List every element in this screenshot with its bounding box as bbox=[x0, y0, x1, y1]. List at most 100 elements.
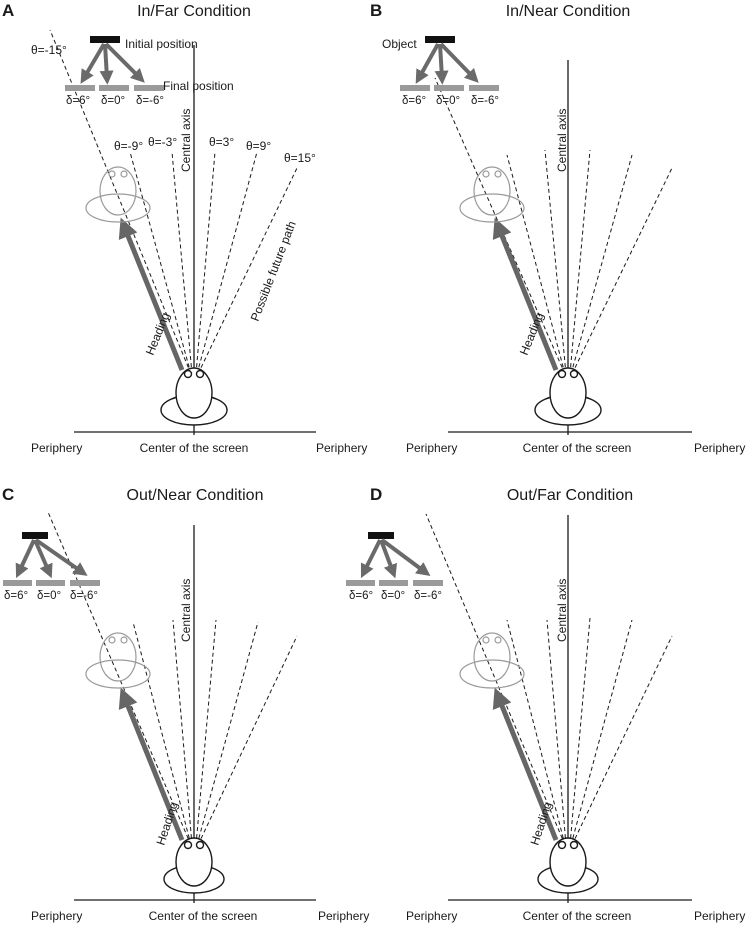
theta-line bbox=[571, 167, 673, 375]
theta-label: θ=15° bbox=[284, 151, 316, 165]
theta-line bbox=[129, 151, 192, 375]
theta-line bbox=[425, 513, 566, 846]
observer bbox=[537, 837, 599, 894]
future-observer bbox=[459, 632, 525, 689]
panel-title: In/Near Condition bbox=[506, 3, 631, 20]
heading-arrow bbox=[118, 217, 185, 371]
future-path-label: Possible future path bbox=[248, 219, 299, 323]
delta-label: δ=-6° bbox=[136, 95, 164, 107]
theta-line bbox=[569, 149, 591, 375]
final-position-bar bbox=[99, 85, 129, 91]
central-axis-label: Central axis bbox=[179, 579, 193, 642]
theta-line bbox=[196, 621, 259, 846]
delta-label: δ=0° bbox=[101, 95, 125, 107]
panel-c: C Out/Near Condition Central axis Headin… bbox=[2, 485, 369, 923]
final-position-bar bbox=[134, 85, 164, 91]
heading-arrow bbox=[492, 687, 559, 841]
periphery-left-label: Periphery bbox=[31, 909, 82, 923]
theta-line bbox=[506, 154, 566, 375]
periphery-left-label: Periphery bbox=[31, 441, 82, 455]
final-position-bar bbox=[434, 85, 464, 91]
panel-letter: A bbox=[2, 1, 14, 20]
center-label: Center of the screen bbox=[523, 441, 632, 455]
initial-position-label: Initial position bbox=[125, 37, 198, 51]
object-arrows bbox=[15, 538, 88, 579]
theta-path-lines bbox=[434, 77, 673, 375]
future-observer bbox=[85, 632, 151, 689]
final-position-bar bbox=[346, 580, 375, 586]
theta-line bbox=[195, 619, 217, 846]
theta-line bbox=[197, 635, 298, 846]
central-axis-label: Central axis bbox=[179, 109, 193, 172]
periphery-right-label: Periphery bbox=[694, 909, 745, 923]
object-initial-bar bbox=[368, 532, 394, 539]
final-position-label: Final position bbox=[163, 79, 234, 93]
theta-line bbox=[196, 151, 258, 375]
observer bbox=[160, 367, 228, 426]
theta-line bbox=[172, 619, 193, 846]
panel-title: In/Far Condition bbox=[137, 3, 251, 20]
periphery-left-label: Periphery bbox=[406, 909, 457, 923]
future-observer bbox=[459, 166, 525, 223]
delta-label: δ=0° bbox=[381, 590, 405, 602]
object-initial-bar bbox=[90, 36, 120, 43]
final-position-bar bbox=[413, 580, 443, 586]
theta-line bbox=[197, 167, 298, 375]
final-position-bar bbox=[379, 580, 408, 586]
final-position-bar bbox=[70, 580, 100, 586]
object-label: Object bbox=[382, 37, 417, 51]
theta-line bbox=[132, 621, 192, 846]
final-position-bar bbox=[65, 85, 95, 91]
theta-label: θ=9° bbox=[246, 139, 271, 153]
panel-letter: C bbox=[2, 485, 14, 504]
object-initial-bar bbox=[22, 532, 48, 539]
delta-label: δ=-6° bbox=[471, 95, 499, 107]
theta-label: θ=3° bbox=[209, 135, 234, 149]
theta-path-lines bbox=[47, 511, 298, 846]
theta-line bbox=[195, 151, 216, 375]
theta-path-lines bbox=[425, 513, 673, 846]
center-label: Center of the screen bbox=[523, 909, 632, 923]
delta-label: δ=0° bbox=[436, 95, 460, 107]
observer bbox=[163, 837, 225, 894]
object-arrows bbox=[80, 42, 145, 85]
panel-title: Out/Far Condition bbox=[507, 487, 633, 504]
panel-letter: D bbox=[370, 485, 382, 504]
delta-label: δ=-6° bbox=[70, 590, 98, 602]
theta-label: θ=-15° bbox=[31, 43, 67, 57]
theta-line bbox=[171, 151, 193, 375]
delta-label: δ=6° bbox=[402, 95, 426, 107]
periphery-right-label: Periphery bbox=[694, 441, 745, 455]
central-axis-label: Central axis bbox=[555, 579, 569, 642]
panel-title: Out/Near Condition bbox=[127, 487, 264, 504]
theta-line bbox=[570, 619, 633, 846]
periphery-right-label: Periphery bbox=[316, 441, 367, 455]
periphery-left-label: Periphery bbox=[406, 441, 457, 455]
final-position-bar bbox=[400, 85, 430, 91]
panel-b: B In/Near Condition Central axis Heading bbox=[370, 1, 745, 455]
theta-line bbox=[569, 617, 591, 846]
center-label: Center of the screen bbox=[149, 909, 258, 923]
delta-label: δ=-6° bbox=[414, 590, 442, 602]
object-initial-bar bbox=[425, 36, 455, 43]
object-arrows bbox=[415, 42, 479, 85]
theta-line bbox=[506, 619, 566, 846]
object-arrows bbox=[360, 538, 431, 579]
delta-label: δ=0° bbox=[37, 590, 61, 602]
theta-line bbox=[570, 154, 633, 375]
theta-line bbox=[546, 619, 567, 846]
theta-label: θ=-9° bbox=[114, 139, 143, 153]
heading-arrow bbox=[118, 687, 185, 841]
heading-arrow bbox=[492, 217, 559, 371]
observer bbox=[534, 367, 602, 426]
theta-line bbox=[47, 511, 192, 846]
panel-a: A In/Far Condition Central axis θ=-15° θ… bbox=[2, 1, 367, 455]
final-position-bar bbox=[36, 580, 65, 586]
delta-label: δ=6° bbox=[349, 590, 373, 602]
future-observer bbox=[85, 166, 151, 223]
center-label: Center of the screen bbox=[140, 441, 249, 455]
panel-d: D Out/Far Condition Central axis Heading bbox=[346, 485, 745, 923]
final-position-bar bbox=[3, 580, 32, 586]
theta-label: θ=-3° bbox=[148, 135, 177, 149]
